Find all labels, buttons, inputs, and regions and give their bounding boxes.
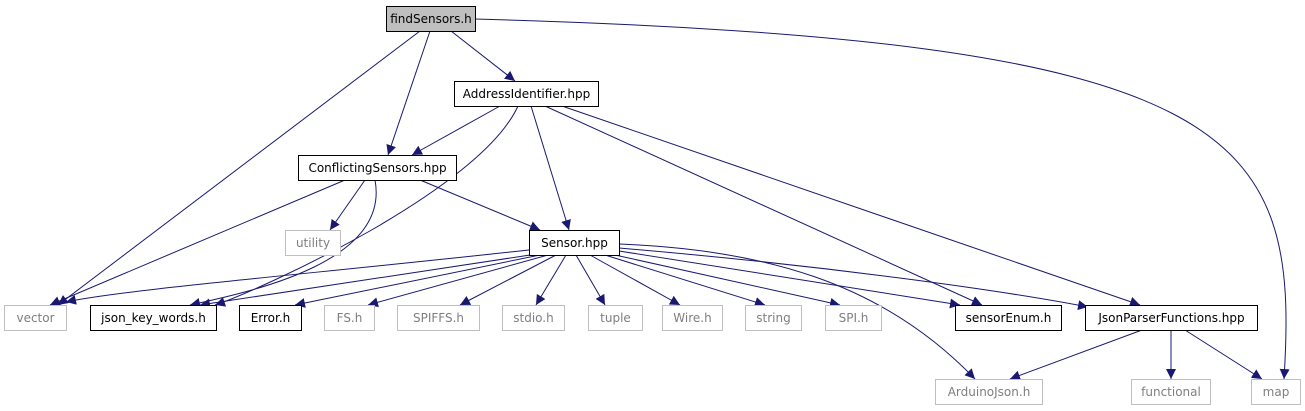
node-label: ConflictingSensors.hpp [308, 161, 446, 175]
node-ConflictingSensors[interactable]: ConflictingSensors.hpp [298, 155, 457, 181]
node-box [825, 305, 882, 331]
node-box [502, 305, 565, 331]
node-box [239, 305, 302, 331]
node-sensorEnum[interactable]: sensorEnum.h [955, 305, 1062, 331]
node-Sensor[interactable]: Sensor.hpp [529, 230, 620, 256]
node-box [588, 305, 643, 331]
node-box [90, 305, 217, 331]
node-Error[interactable]: Error.h [239, 305, 302, 331]
node-label: SPI.h [839, 311, 869, 325]
node-vector: vector [4, 305, 67, 331]
node-box [285, 230, 341, 256]
edge-Sensor-to-Error [294, 254, 541, 308]
edge-Sensor-to-JsonParserFunctions [618, 247, 1089, 311]
node-stdio: stdio.h [502, 305, 565, 331]
node-box [662, 305, 723, 331]
edge-AddressIdentifier-to-sensorEnum [544, 105, 983, 306]
node-label: findSensors.h [390, 12, 472, 26]
node-label: json_key_words.h [100, 311, 206, 325]
edge-AddressIdentifier-to-json_key_words [214, 105, 519, 307]
node-box [1085, 305, 1258, 331]
edge-JsonParserFunctions-to-map [1184, 329, 1263, 380]
node-label: FS.h [337, 311, 363, 325]
node-label: SPIFFS.h [413, 311, 464, 325]
node-AddressIdentifier[interactable]: AddressIdentifier.hpp [454, 81, 599, 107]
node-label: AddressIdentifier.hpp [463, 87, 590, 101]
edge-AddressIdentifier-to-ConflictingSensors [411, 105, 501, 156]
node-box [1131, 379, 1211, 405]
node-label: utility [296, 236, 330, 250]
node-json_key_words[interactable]: json_key_words.h [90, 305, 217, 331]
node-label: Error.h [251, 311, 291, 325]
edge-Sensor-to-string [604, 254, 766, 307]
node-box [386, 6, 476, 32]
edges-layer [49, 18, 1290, 381]
edge-Sensor-to-tuple [575, 254, 606, 306]
node-findSensors: findSensors.h [386, 6, 476, 32]
node-box [935, 379, 1043, 405]
node-label: functional [1141, 385, 1201, 399]
node-label: stdio.h [513, 311, 553, 325]
node-label: tuple [600, 311, 631, 325]
edge-ConflictingSensors-to-utility [329, 179, 366, 231]
node-label: vector [16, 311, 54, 325]
edge-Sensor-to-SPI [614, 254, 841, 308]
node-ArduinoJson: ArduinoJson.h [935, 379, 1043, 405]
node-box [298, 155, 457, 181]
node-map: map [1251, 379, 1301, 405]
edge-Sensor-to-Wire [589, 254, 681, 306]
node-box [324, 305, 375, 331]
node-JsonParserFunctions[interactable]: JsonParserFunctions.hpp [1085, 305, 1258, 331]
edge-findSensors-to-vector [57, 30, 421, 306]
node-string: string [745, 305, 802, 331]
node-SPIFFS: SPIFFS.h [397, 305, 480, 331]
edge-AddressIdentifier-to-Sensor [530, 105, 571, 231]
node-box [1251, 379, 1301, 405]
node-label: Wire.h [673, 311, 711, 325]
node-box [745, 305, 802, 331]
edge-JsonParserFunctions-to-ArduinoJson [1009, 329, 1143, 381]
node-Wire: Wire.h [662, 305, 723, 331]
edge-Sensor-to-FS [367, 254, 549, 308]
node-box [529, 230, 620, 256]
edge-findSensors-to-ConflictingSensors [386, 30, 431, 156]
edge-AddressIdentifier-to-JsonParserFunctions [561, 105, 1141, 307]
node-label: sensorEnum.h [966, 311, 1052, 325]
node-SPI: SPI.h [825, 305, 882, 331]
edge-Sensor-to-json_key_words [199, 254, 531, 309]
node-label: string [756, 311, 790, 325]
node-FS: FS.h [324, 305, 375, 331]
node-box [454, 81, 599, 107]
node-tuple: tuple [588, 305, 643, 331]
edge-ConflictingSensors-to-vector [49, 179, 346, 306]
node-label: map [1263, 385, 1290, 399]
node-label: JsonParserFunctions.hpp [1097, 311, 1244, 325]
edge-Sensor-to-sensorEnum [618, 250, 961, 309]
node-box [4, 305, 67, 331]
node-utility: utility [285, 230, 341, 256]
edge-ConflictingSensors-to-json_key_words [189, 179, 377, 308]
nodes-layer: findSensors.hAddressIdentifier.hppConfli… [4, 6, 1301, 405]
edge-findSensors-to-AddressIdentifier [450, 30, 516, 82]
edge-Sensor-to-SPIFFS [459, 254, 557, 306]
edge-findSensors-to-map [474, 18, 1290, 380]
node-label: ArduinoJson.h [948, 385, 1031, 399]
edge-Sensor-to-vector [65, 249, 530, 305]
edge-ConflictingSensors-to-Sensor [419, 179, 541, 231]
edge-Sensor-to-ArduinoJson [618, 243, 976, 380]
node-functional: functional [1131, 379, 1211, 405]
node-box [397, 305, 480, 331]
node-label: Sensor.hpp [541, 236, 608, 250]
node-box [955, 305, 1062, 331]
edge-Sensor-to-stdio [535, 254, 567, 306]
